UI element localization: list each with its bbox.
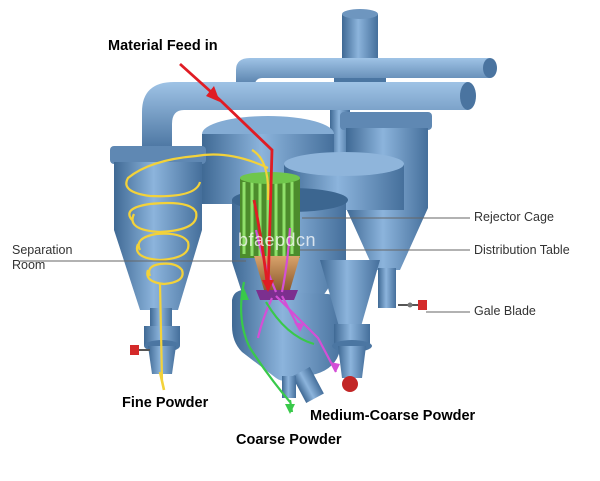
distribution-table xyxy=(254,256,300,300)
feed-arrow-icon xyxy=(206,86,274,292)
lower-hopper xyxy=(232,289,344,403)
gale-blade-valve-icon xyxy=(398,300,427,310)
fine-powder-path xyxy=(125,149,270,391)
distribution-table-label: Distribution Table xyxy=(474,243,570,257)
leader-lines xyxy=(20,217,470,313)
fine-powder-label: Fine Powder xyxy=(122,395,209,411)
left-valve-icon xyxy=(130,345,150,355)
gale-blade-label: Gale Blade xyxy=(474,304,536,318)
watermark: bfaepdcn xyxy=(238,230,317,250)
rejector-cage-label: Rejector Cage xyxy=(474,210,554,224)
medium-arrow-icon xyxy=(294,322,340,372)
separation-room-label: Separation xyxy=(12,243,73,257)
right-base xyxy=(320,260,380,392)
medium-coarse-powder-label: Medium-Coarse Powder xyxy=(310,408,476,424)
separation-room-label-2: Room xyxy=(12,258,46,272)
material-feed-label: Material Feed in xyxy=(108,38,218,54)
upper-duct xyxy=(236,58,497,90)
coarse-arrow-icon xyxy=(240,288,295,414)
coarse-powder-label: Coarse Powder xyxy=(236,432,342,448)
